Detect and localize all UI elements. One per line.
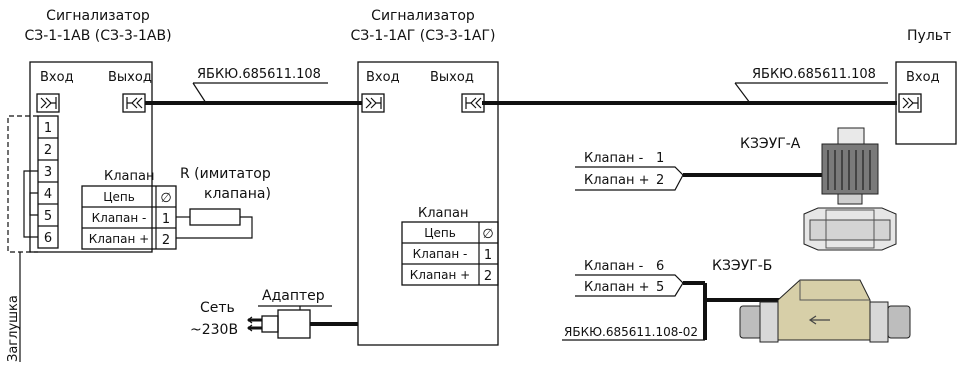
center-valve-row-plus: Клапан +	[410, 268, 470, 282]
center-valve-label: Клапан	[418, 206, 468, 221]
center-valve-pin-circuit: ∅	[482, 227, 493, 242]
resistor-label: R (имитатор	[180, 166, 271, 182]
center-output-connector-icon	[461, 93, 485, 113]
mains-label: Сеть	[200, 300, 235, 316]
left-valve-pin-circuit: ∅	[160, 191, 171, 206]
center-valve-pin-1: 1	[484, 248, 492, 263]
adapter-icon	[277, 309, 311, 339]
valve-b-name: КЗЭУГ-Б	[712, 258, 772, 274]
jumper-3-6	[23, 170, 38, 238]
valve-a-pin-minus-label: Клапан -	[584, 151, 644, 166]
cable-bottom-label: ЯБКЮ.685611.108-02	[564, 325, 698, 339]
terminal-2: 2	[44, 143, 52, 158]
console-body	[895, 61, 957, 145]
left-valve-row-circuit: Цепь	[103, 190, 135, 204]
left-valve-pin-2: 2	[162, 233, 170, 248]
console-input-label: Вход	[906, 70, 940, 85]
left-valve-table: Цепь Клапан - Клапан + ∅ 1 2	[81, 185, 177, 250]
console-input-connector-icon	[898, 93, 922, 113]
valve-a-pin-plus-label: Клапан +	[584, 173, 650, 188]
center-valve-table: Цепь Клапан - Клапан + ∅ 1 2	[401, 221, 499, 286]
center-input-label: Вход	[366, 70, 400, 85]
adapter-label: Адаптер	[262, 288, 325, 304]
mains-voltage-label: ~230В	[190, 322, 238, 338]
center-valve-row-minus: Клапан -	[413, 247, 468, 261]
center-device-title: Сигнализатор	[371, 8, 475, 24]
left-input-label: Вход	[40, 70, 74, 85]
valve-kzeug-b: КЗЭУГ-Б Клапан - 6 Клапан + 5 ЯБКЮ.68561…	[562, 258, 911, 343]
left-signalizer: Сигнализатор СЗ-1-1АВ (СЗ-3-1АВ) Вход Вы…	[6, 8, 177, 362]
resistor-label-2: клапана)	[204, 186, 271, 202]
left-valve-pin-1: 1	[162, 212, 170, 227]
valve-b-pin-plus-label: Клапан +	[584, 280, 650, 295]
valve-b-pin-plus-num: 5	[656, 280, 664, 295]
left-valve-row-plus: Клапан +	[89, 232, 149, 246]
left-valve-row-minus: Клапан -	[92, 211, 147, 225]
valve-b-pin-minus-num: 6	[656, 259, 664, 274]
valve-b-icon	[739, 279, 911, 343]
plug-outline	[7, 115, 38, 253]
left-output-connector-icon	[122, 93, 146, 113]
valve-a-pin-plus-num: 2	[656, 173, 664, 188]
plug-label: Заглушка	[6, 295, 21, 362]
left-input-connector-icon	[36, 93, 60, 113]
center-valve-pin-2: 2	[484, 269, 492, 284]
valve-a-icon	[803, 127, 897, 251]
left-output-label: Выход	[108, 70, 152, 85]
left-device-title: Сигнализатор	[46, 8, 150, 24]
terminal-3: 3	[44, 165, 52, 180]
terminal-1: 1	[44, 121, 52, 136]
center-output-label: Выход	[430, 70, 474, 85]
left-valve-label: Клапан	[104, 169, 154, 184]
power-plug-icon	[247, 315, 279, 333]
resistor-simulator: R (имитатор клапана)	[176, 166, 271, 239]
cable-right-label: ЯБКЮ.685611.108	[752, 67, 876, 82]
center-valve-row-circuit: Цепь	[424, 226, 456, 240]
power-adapter: Адаптер Сеть ~230В	[190, 288, 358, 339]
valve-kzeug-a: КЗЭУГ-А Клапан - 1 Клапан + 2	[575, 127, 897, 251]
console-unit: Пульт Вход	[895, 28, 957, 145]
center-device-body	[357, 61, 499, 346]
left-device-body	[29, 61, 153, 253]
valve-b-pin-minus-label: Клапан -	[584, 259, 644, 274]
cable-left-label: ЯБКЮ.685611.108	[197, 67, 321, 82]
left-terminal-block: 1 2 3 4 5 6	[37, 115, 59, 249]
center-input-connector-icon	[361, 93, 385, 113]
left-device-model: СЗ-1-1АВ (СЗ-3-1АВ)	[24, 28, 171, 44]
valve-a-pin-minus-num: 1	[656, 151, 664, 166]
valve-a-name: КЗЭУГ-А	[740, 136, 801, 152]
center-device-model: СЗ-1-1АГ (СЗ-3-1АГ)	[351, 28, 496, 44]
resistor-icon	[189, 208, 241, 226]
console-title: Пульт	[907, 28, 951, 44]
center-signalizer: Сигнализатор СЗ-1-1АГ (СЗ-3-1АГ) Вход Вы…	[351, 8, 499, 346]
terminal-5: 5	[44, 209, 52, 224]
jumper-4-5	[29, 192, 38, 216]
terminal-6: 6	[44, 231, 52, 246]
terminal-4: 4	[44, 187, 52, 202]
